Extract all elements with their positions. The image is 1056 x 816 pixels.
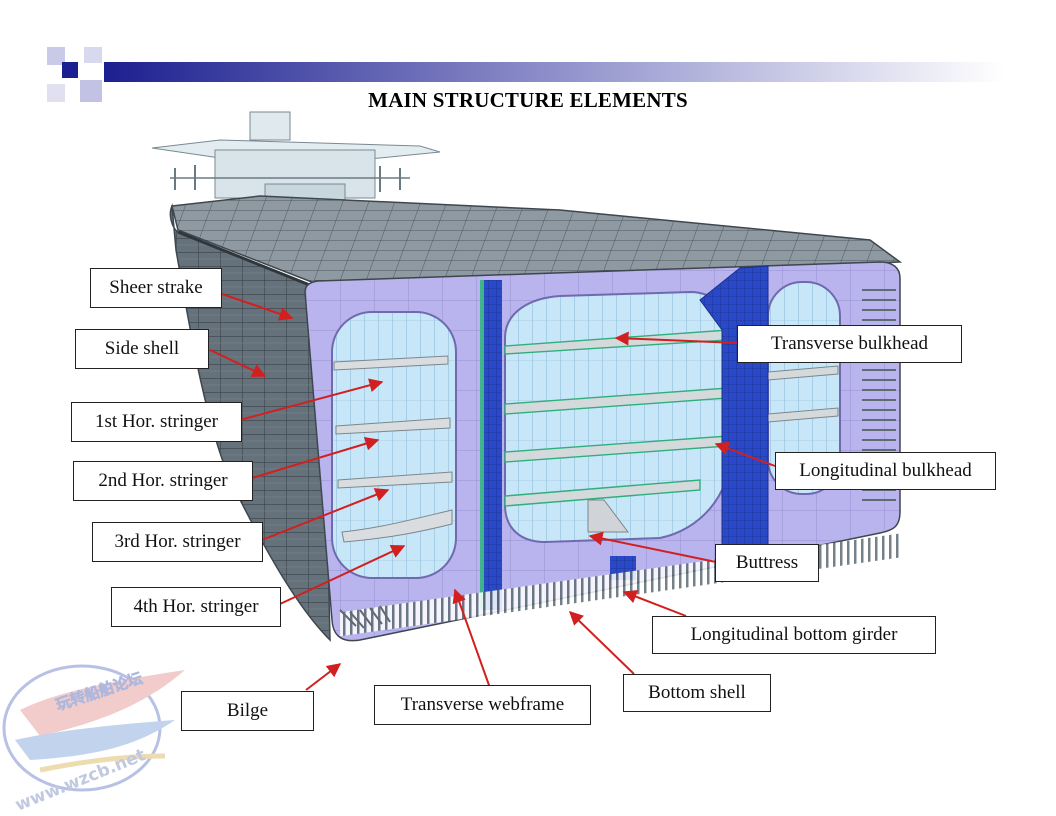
label-1st-hor-stringer: 1st Hor. stringer xyxy=(71,402,242,442)
arrow-sheer-strake xyxy=(221,293,294,321)
arrow-buttress xyxy=(588,531,717,563)
bilge-longitudinals xyxy=(339,605,391,629)
page-title: MAIN STRUCTURE ELEMENTS xyxy=(368,88,688,112)
label-transverse-webframe: Transverse webframe xyxy=(374,685,591,725)
superstructure xyxy=(151,111,441,203)
main-deck xyxy=(171,195,903,287)
arrow-side-shell xyxy=(209,349,267,377)
label-bottom-shell: Bottom shell xyxy=(623,674,771,712)
label-2nd-hor-stringer: 2nd Hor. stringer xyxy=(73,461,253,501)
arrow-1st-stringer xyxy=(239,378,384,421)
callout-arrows xyxy=(209,293,776,691)
header-square-2 xyxy=(62,62,78,78)
header-gradient-bar xyxy=(104,62,1004,82)
label-longitudinal-bottom-girder: Longitudinal bottom girder xyxy=(652,616,936,654)
arrow-bottom-girder xyxy=(622,590,687,617)
arrow-transverse-webframe xyxy=(452,588,491,689)
label-buttress: Buttress xyxy=(715,544,819,582)
label-transverse-bulkhead: Transverse bulkhead xyxy=(737,325,962,363)
webframe-post xyxy=(482,280,502,610)
forum-watermark: 玩转船舶论坛 www.wzcb.net xyxy=(2,664,185,816)
arrow-long-bulkhead xyxy=(714,441,776,467)
label-3rd-hor-stringer: 3rd Hor. stringer xyxy=(92,522,263,562)
arrow-2nd-stringer xyxy=(251,436,380,479)
label-longitudinal-bulkhead: Longitudinal bulkhead xyxy=(775,452,996,490)
arrow-bottom-shell xyxy=(568,611,635,675)
buttress-shape xyxy=(587,499,629,533)
arrow-4th-stringer xyxy=(279,544,406,605)
arrow-bilge xyxy=(305,663,342,691)
label-bilge: Bilge xyxy=(181,691,314,731)
wing-tank-opening xyxy=(331,311,457,579)
arrow-transverse-bulkhead xyxy=(614,331,739,346)
label-side-shell: Side shell xyxy=(75,329,209,369)
arrow-3rd-stringer xyxy=(261,488,390,541)
wing-tank-stringers xyxy=(333,355,453,543)
label-4th-hor-stringer: 4th Hor. stringer xyxy=(111,587,281,627)
header-decoration xyxy=(47,47,1004,102)
label-sheer-strake: Sheer strake xyxy=(90,268,222,308)
header-square-5 xyxy=(80,80,102,102)
header-square-4 xyxy=(47,84,65,102)
center-tank-opening xyxy=(504,290,731,544)
header-square-1 xyxy=(47,47,65,65)
header-square-3 xyxy=(84,47,102,63)
